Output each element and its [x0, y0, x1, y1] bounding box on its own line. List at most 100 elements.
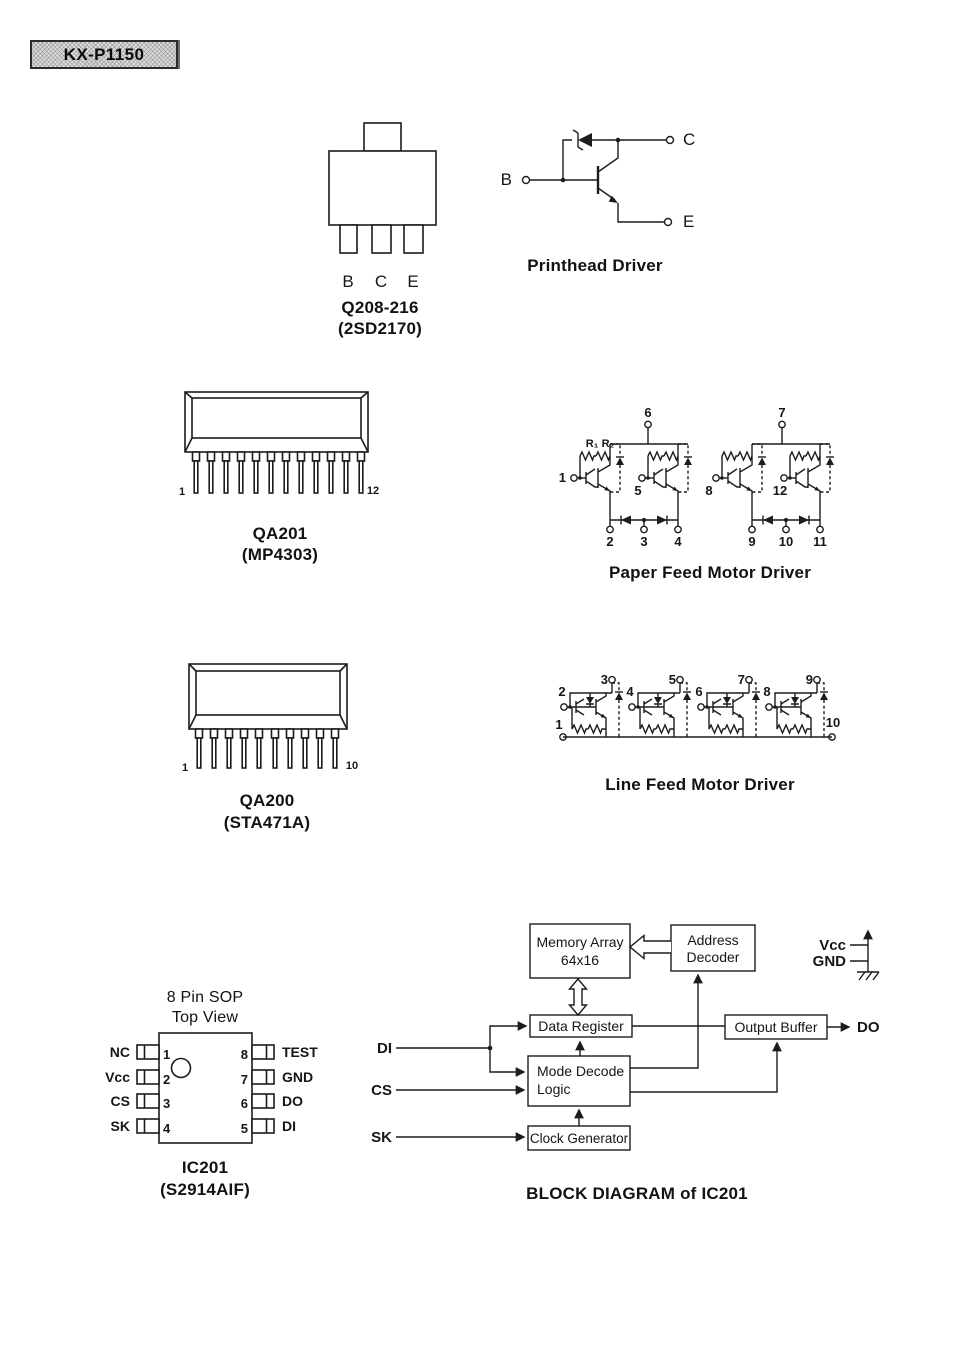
q208-pin-b-label: B [342, 272, 353, 291]
sop-left-label-nc: NC [110, 1044, 130, 1060]
qa201-pin-1-label: 1 [179, 486, 185, 498]
address-decoder-label-line1: Address [687, 932, 738, 948]
sop-left-pins [136, 1044, 160, 1134]
sk-signal-label: SK [371, 1129, 392, 1146]
sop-right-label-di: DI [282, 1118, 296, 1134]
paper-feed-pin-9-label: 9 [748, 534, 755, 549]
mode-decode-label-line1: Mode Decode [537, 1063, 624, 1079]
sop-pin-num-6: 6 [241, 1096, 248, 1111]
q208-name: Q208-216 [341, 298, 419, 317]
paper-feed-pin-6-label: 6 [644, 405, 651, 420]
q208-part-number: (2SD2170) [337, 319, 422, 338]
cs-signal-label: CS [371, 1082, 392, 1099]
qa201-package-drawing: 1 12 [179, 391, 379, 498]
paper-feed-driver-schematic: R₁ R₂ 6 7 1 5 8 12 2 3 4 9 10 11 [559, 405, 835, 549]
sop-pin-num-2: 2 [163, 1072, 170, 1087]
paper-feed-pin-12-label: 12 [773, 483, 787, 498]
memory-array-block [529, 923, 631, 979]
qa200-pin-1-label: 1 [182, 762, 188, 774]
q208-pin-e-label: E [407, 272, 418, 291]
sop-package-drawing: NC Vcc CS SK 1 2 3 4 8 7 6 5 TEST GND DO… [105, 1032, 318, 1144]
printhead-terminal-b-label: B [501, 170, 512, 189]
wide-arrow-address-to-memory [628, 934, 671, 960]
sip12-pins [191, 451, 366, 494]
sop-pin1-marker [170, 1057, 192, 1079]
line-feed-pin-3-label: 3 [601, 672, 608, 687]
paper-feed-pin-11-label: 11 [813, 534, 827, 549]
sop-left-label-sk: SK [111, 1118, 130, 1134]
output-buffer-label: Output Buffer [734, 1019, 817, 1035]
ic201-caption: IC201 (S2914AIF) [120, 1157, 290, 1201]
qa200-package-drawing: 1 10 [182, 663, 358, 774]
paper-feed-pin-7-label: 7 [778, 405, 785, 420]
paper-feed-pin-2-label: 2 [606, 534, 613, 549]
paper-feed-pin-10-label: 10 [779, 534, 793, 549]
paper-feed-pin-1-label: 1 [559, 470, 566, 485]
clock-generator-label: Clock Generator [530, 1131, 629, 1146]
paper-feed-pin-3-label: 3 [640, 534, 647, 549]
q208-package-drawing: B C E [328, 122, 437, 291]
qa201-name: QA201 [252, 524, 308, 543]
sop-pin-num-7: 7 [241, 1072, 248, 1087]
line-feed-pin-8-label: 8 [763, 684, 770, 699]
paper-feed-r1-label: R₁ [586, 438, 599, 450]
line-feed-caption: Line Feed Motor Driver [605, 775, 795, 794]
q208-pin-c-label: C [375, 272, 387, 291]
qa200-part-number: (STA471A) [223, 813, 311, 832]
data-register-label: Data Register [538, 1018, 624, 1034]
power-symbols [850, 931, 880, 981]
transistor-package-outline [328, 122, 437, 254]
sop-right-label-test: TEST [282, 1044, 318, 1060]
gnd-signal-label: GND [813, 953, 847, 970]
ic201-block-diagram: Memory Array 64x16 Address Decoder Data … [371, 915, 880, 1151]
signal-wires [396, 973, 851, 1142]
sop-left-label-vcc: Vcc [105, 1069, 130, 1085]
printhead-terminal-c-label: C [683, 130, 695, 149]
sop-right-label-do: DO [282, 1093, 303, 1109]
ic201-part-number: (S2914AIF) [160, 1180, 250, 1199]
line-feed-pin-4-label: 4 [626, 684, 634, 699]
mode-decode-label-line2: Logic [537, 1081, 570, 1097]
line-feed-driver-schematic: 2 4 6 8 3 5 7 9 1 10 [555, 672, 840, 741]
paper-feed-left-block [570, 420, 693, 534]
npn-transistor-symbol [596, 140, 619, 203]
do-signal-label: DO [857, 1019, 880, 1036]
line-feed-common-rail [559, 733, 836, 741]
printhead-driver-circuit [521, 129, 675, 227]
sop-right-pins [251, 1044, 275, 1134]
sip12-body-outline [184, 391, 369, 453]
line-feed-pin-7-label: 7 [738, 672, 745, 687]
address-decoder-block [670, 924, 756, 972]
sip10-pins [194, 728, 340, 769]
sop-pin-num-5: 5 [241, 1121, 248, 1136]
sop-pin-num-1: 1 [163, 1047, 170, 1062]
model-badge: KX-P1150 [30, 40, 178, 69]
line-feed-pin-1-label: 1 [555, 717, 562, 732]
sop-title-line2: Top View [171, 1009, 239, 1026]
di-signal-label: DI [377, 1040, 392, 1057]
qa200-pin-10-label: 10 [346, 760, 358, 772]
vcc-signal-label: Vcc [819, 937, 846, 954]
paper-feed-pin-5-label: 5 [634, 483, 641, 498]
line-feed-pin-10-label: 10 [826, 715, 840, 730]
qa201-caption: QA201 (MP4303) [170, 523, 390, 565]
sop-pin-num-8: 8 [241, 1047, 248, 1062]
address-decoder-label-line2: Decoder [687, 949, 740, 965]
sip10-body-outline [188, 663, 348, 730]
memory-array-label-line1: Memory Array [536, 934, 623, 950]
qa200-caption: QA200 (STA471A) [157, 790, 377, 834]
sop-left-label-cs: CS [111, 1093, 130, 1109]
sop-title: 8 Pin SOP Top View [120, 988, 290, 1028]
ic201-name: IC201 [181, 1158, 229, 1177]
paper-feed-r2-label: R₂ [602, 438, 615, 450]
sop-title-line1: 8 Pin SOP [166, 989, 244, 1006]
printhead-driver-caption: Printhead Driver [527, 256, 663, 275]
line-feed-pin-9-label: 9 [806, 672, 813, 687]
line-feed-pin-2-label: 2 [558, 684, 565, 699]
line-feed-pin-5-label: 5 [669, 672, 676, 687]
line-feed-pin-6-label: 6 [695, 684, 702, 699]
model-badge-label: KX-P1150 [63, 44, 145, 64]
qa201-pin-12-label: 12 [367, 485, 379, 497]
paper-feed-right-block [712, 420, 835, 534]
